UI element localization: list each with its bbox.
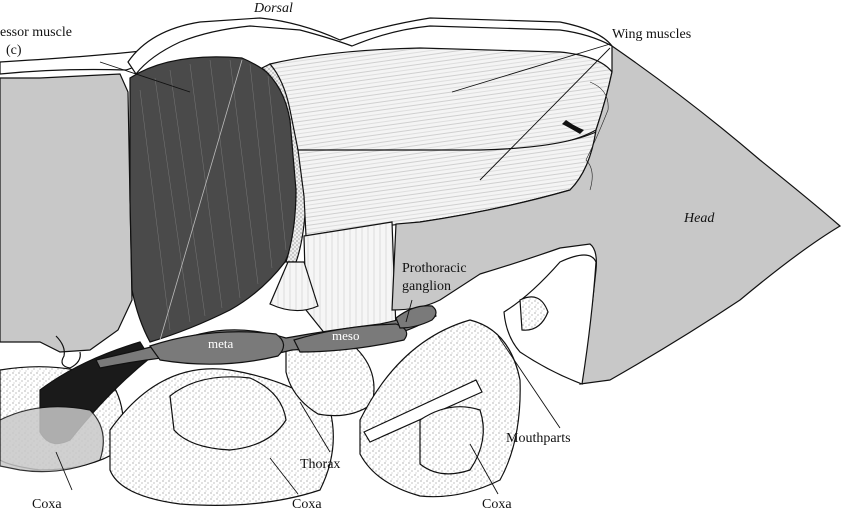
depressor-muscle-striations: [139, 59, 287, 331]
muscle-edge: [159, 59, 243, 341]
label-meso: meso: [332, 328, 359, 343]
head-cuticle-black: [562, 120, 584, 134]
label-depressor-muscle: essor muscle: [0, 25, 72, 40]
spiracle-loop: [55, 335, 81, 369]
tergosternal-muscle: [303, 221, 397, 341]
wing-muscle-upper: [268, 47, 613, 157]
label-ganglion: ganglion: [402, 279, 451, 294]
dorsal-cuticle: [127, 17, 613, 76]
label-coxa-left: Coxa: [32, 497, 62, 512]
label-head: Head: [683, 211, 715, 226]
leader-lines: [55, 43, 611, 495]
mesothoracic-ganglion: [293, 323, 408, 353]
leg-segment-right: [419, 406, 484, 475]
label-dorsal: Dorsal: [253, 1, 293, 16]
label-mouthparts: Mouthparts: [506, 431, 571, 446]
depressor-muscle: [129, 56, 301, 343]
label-prothoracic: Prothoracic: [402, 261, 467, 276]
label-wing-muscles: Wing muscles: [612, 27, 691, 42]
leg-left-grey: [0, 406, 104, 473]
label-panel: (c): [6, 43, 22, 58]
labrum: [519, 296, 549, 331]
head-inner-edge: [585, 81, 609, 191]
fan-muscle: [269, 261, 319, 312]
label-coxa-right: Coxa: [482, 497, 512, 512]
prothoracic-ganglion: [395, 305, 437, 329]
metathoracic-ganglion: [149, 331, 285, 365]
label-meta: meta: [208, 336, 233, 351]
abdomen-tissue: [0, 73, 133, 353]
label-thorax: Thorax: [300, 457, 340, 472]
label-coxa-mid: Coxa: [292, 497, 322, 512]
trachea-tube: [363, 379, 483, 443]
mouthparts-area: [503, 254, 597, 385]
coxa-mid-upper: [169, 376, 287, 451]
